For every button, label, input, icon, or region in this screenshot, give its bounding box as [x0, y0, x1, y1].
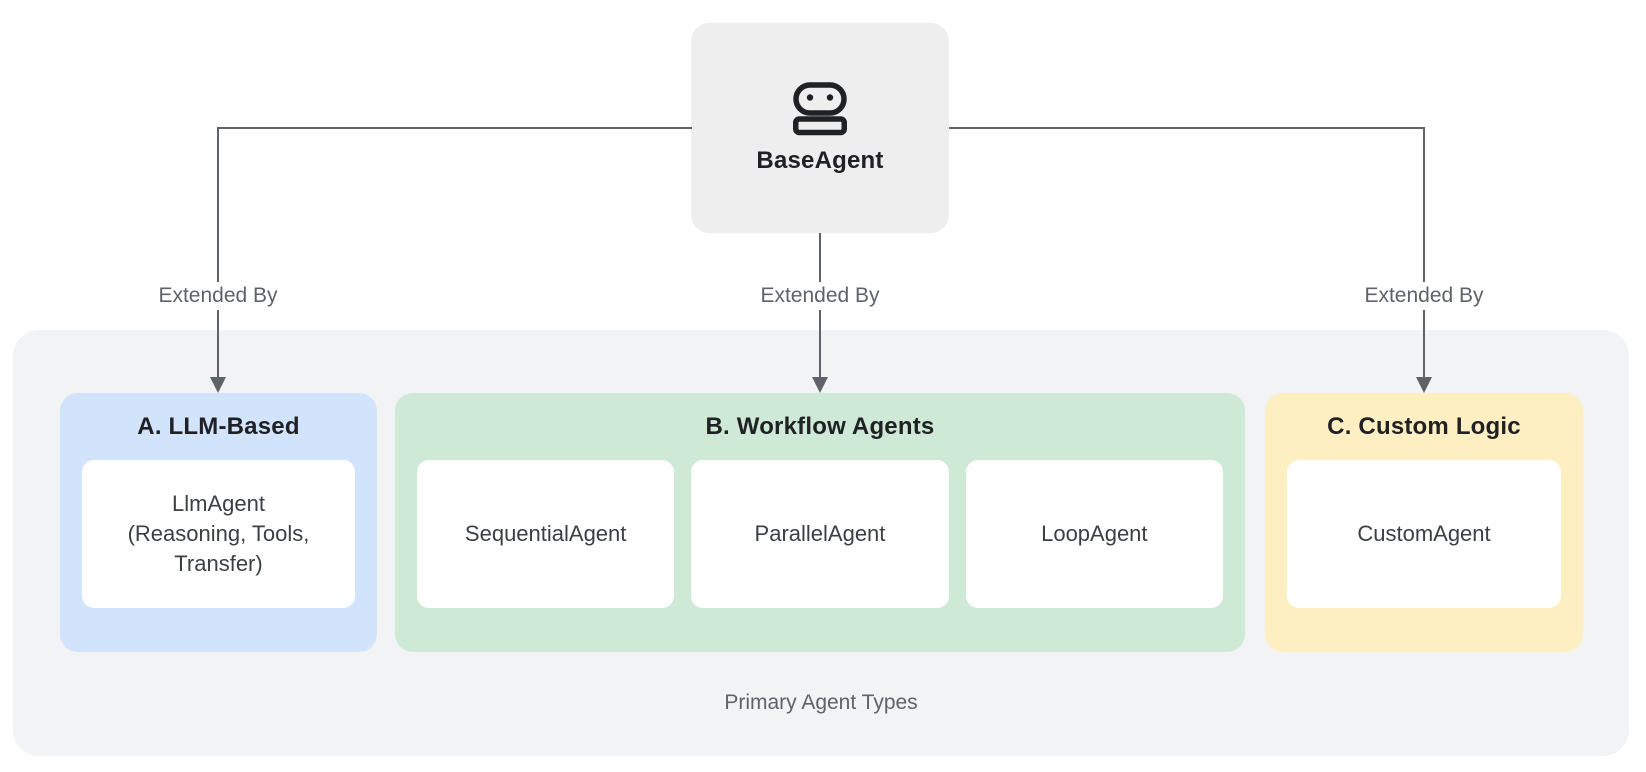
loop-agent-card: LoopAgent	[965, 460, 1223, 608]
group-title-llm-based: A. LLM-Based	[137, 413, 300, 440]
robot-icon	[793, 81, 847, 135]
edge-label-extended-by-center: Extended By	[751, 282, 889, 310]
custom-agent-card: CustomAgent	[1287, 460, 1561, 608]
down-arrowhead-icon	[812, 377, 828, 393]
llm-agent-card: LlmAgent (Reasoning, Tools, Transfer)	[82, 460, 355, 608]
connector-right-vertical	[1423, 127, 1425, 378]
primary-agent-types-panel: A. LLM-Based LlmAgent (Reasoning, Tools,…	[13, 330, 1629, 756]
custom-agent-card-label: CustomAgent	[1357, 521, 1491, 546]
group-cards: SequentialAgent ParallelAgent LoopAgent	[417, 460, 1223, 608]
sequential-agent-card: SequentialAgent	[417, 460, 675, 608]
connector-left-horizontal	[217, 127, 692, 129]
connector-right-horizontal	[949, 127, 1425, 129]
loop-agent-card-label: LoopAgent	[1041, 521, 1148, 546]
group-workflow-agents: B. Workflow Agents SequentialAgent Paral…	[395, 393, 1245, 652]
sequential-agent-card-label: SequentialAgent	[464, 521, 627, 546]
connector-left-vertical	[217, 127, 219, 378]
group-llm-based: A. LLM-Based LlmAgent (Reasoning, Tools,…	[60, 393, 377, 652]
group-cards: LlmAgent (Reasoning, Tools, Transfer)	[82, 460, 355, 608]
base-agent-label: BaseAgent	[756, 146, 884, 174]
down-arrowhead-icon	[1416, 377, 1432, 393]
diagram-caption: Primary Agent Types	[724, 691, 918, 714]
edge-label-extended-by-right: Extended By	[1355, 282, 1493, 310]
group-cards: CustomAgent	[1287, 460, 1561, 608]
group-title-custom-logic: C. Custom Logic	[1327, 413, 1521, 440]
llm-agent-card-label: LlmAgent (Reasoning, Tools, Transfer)	[127, 491, 310, 576]
edge-label-extended-by-left: Extended By	[149, 282, 287, 310]
group-title-workflow-agents: B. Workflow Agents	[705, 413, 935, 440]
base-agent-node: BaseAgent	[691, 23, 949, 233]
down-arrowhead-icon	[210, 377, 226, 393]
parallel-agent-card-label: ParallelAgent	[754, 521, 886, 546]
group-custom-logic: C. Custom Logic CustomAgent	[1265, 393, 1583, 652]
parallel-agent-card: ParallelAgent	[691, 460, 949, 608]
